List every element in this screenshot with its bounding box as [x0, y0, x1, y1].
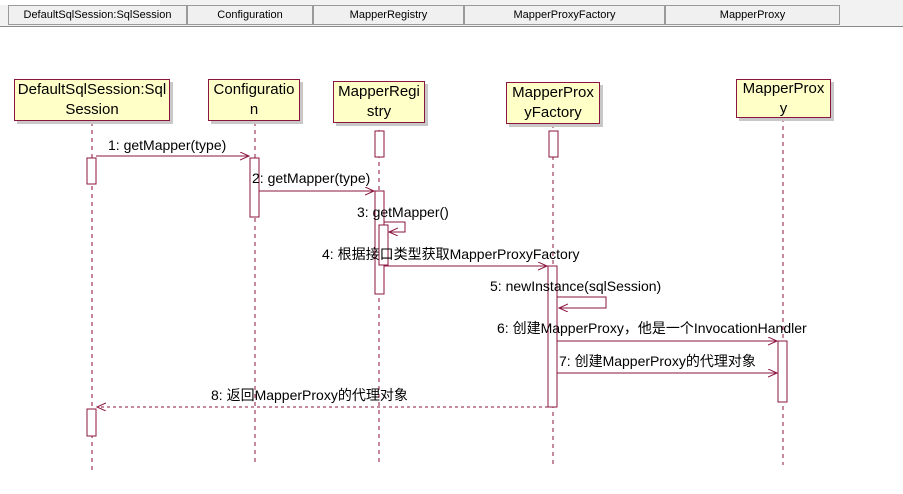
header-column-mapperproxyfactory[interactable]: MapperProxyFactory [464, 5, 665, 25]
object-label: MapperProxy [742, 79, 825, 117]
message-label-3: 3: getMapper() [357, 204, 449, 220]
header-column-defaultsqlsession[interactable]: DefaultSqlSession:SqlSession [8, 5, 187, 25]
header-top-stub [0, 0, 160, 5]
object-label: DefaultSqlSession:SqlSession [17, 81, 167, 118]
message-label-7: 7: 创建MapperProxy的代理对象 [559, 353, 756, 369]
object-label: MapperProxyFactory [512, 84, 594, 121]
activation-bar [378, 224, 389, 266]
object-defaultsqlsession[interactable]: DefaultSqlSession:SqlSession [14, 79, 170, 121]
message-label-4: 4: 根据接口类型获取MapperProxyFactory [322, 246, 580, 262]
message-label-2: 2: getMapper(type) [252, 170, 371, 186]
message-arrow-3 [384, 221, 406, 232]
activation-bar [86, 157, 97, 185]
object-mapperproxy[interactable]: MapperProxy [736, 79, 831, 118]
activation-bar [374, 130, 385, 158]
activation-bar [777, 340, 788, 403]
object-label: Configuration [213, 81, 295, 118]
header-column-mapperregistry[interactable]: MapperRegistry [313, 5, 464, 25]
header-column-configuration[interactable]: Configuration [187, 5, 313, 25]
activation-bar [547, 265, 558, 408]
message-label-6: 6: 创建MapperProxy，他是一个InvocationHandler [497, 320, 807, 336]
header-column-mapperproxy[interactable]: MapperProxy [665, 5, 840, 25]
activation-bar [86, 408, 97, 437]
object-label: MapperRegistry [338, 83, 420, 120]
header-divider [0, 26, 903, 27]
header-bar: DefaultSqlSession:SqlSession Configurati… [0, 0, 903, 26]
object-mapperregistry[interactable]: MapperRegistry [333, 81, 425, 123]
object-configuration[interactable]: Configuration [208, 79, 300, 121]
message-arrow-5 [557, 296, 607, 308]
activation-bar [249, 157, 260, 218]
message-label-1: 1: getMapper(type) [108, 137, 227, 153]
object-mapperproxyfactory[interactable]: MapperProxyFactory [506, 82, 600, 124]
message-label-5: 5: newInstance(sqlSession) [490, 278, 662, 294]
message-label-8: 8: 返回MapperProxy的代理对象 [211, 387, 408, 403]
activation-bar [548, 130, 559, 158]
